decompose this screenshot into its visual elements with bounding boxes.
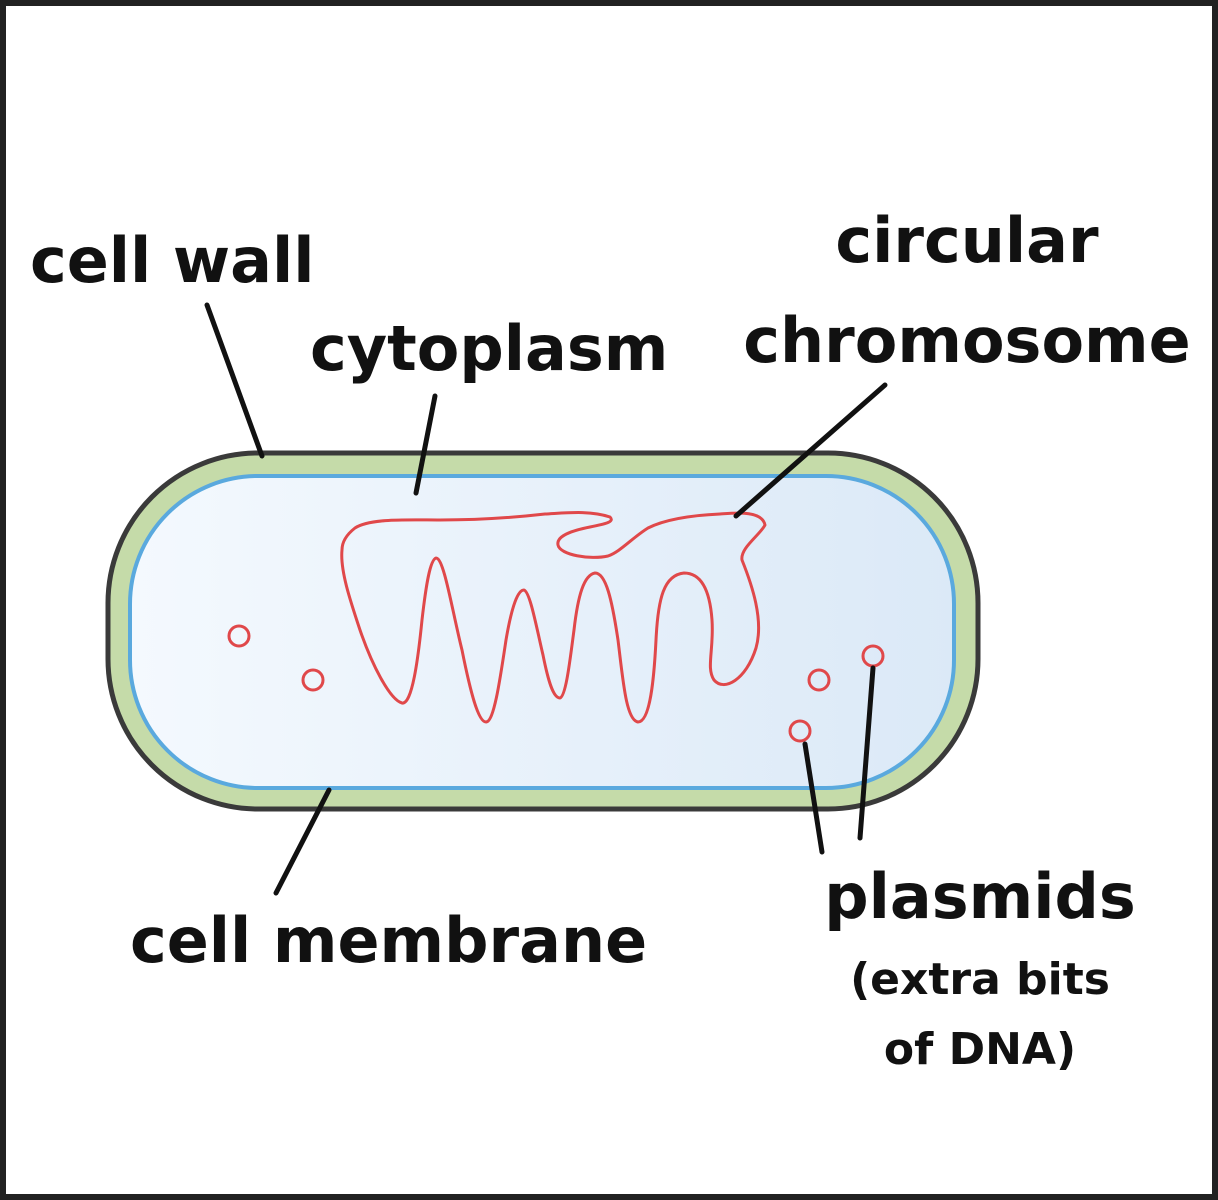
label-plasmids: plasmids bbox=[824, 860, 1136, 933]
label-circular: circular bbox=[835, 204, 1099, 277]
cell-membrane bbox=[128, 474, 956, 790]
plasmid bbox=[227, 624, 251, 648]
leader-cell-membrane bbox=[273, 787, 332, 896]
plasmid bbox=[301, 668, 325, 692]
leader-cytoplasm bbox=[413, 393, 438, 496]
label-plasmids-note-2: of DNA) bbox=[884, 1024, 1076, 1075]
leader-plasmid-right bbox=[857, 665, 876, 841]
leader-cell-wall bbox=[204, 302, 265, 459]
plasmids-group bbox=[227, 624, 885, 743]
label-cell-wall: cell wall bbox=[30, 224, 315, 297]
circular-chromosome bbox=[340, 511, 767, 724]
label-cell-membrane: cell membrane bbox=[130, 904, 647, 977]
label-plasmids-note-1: (extra bits bbox=[850, 954, 1110, 1005]
label-chromosome: chromosome bbox=[743, 304, 1190, 377]
plasmid bbox=[807, 668, 831, 692]
plasmid bbox=[788, 719, 812, 743]
leader-chromosome bbox=[733, 382, 888, 519]
label-cytoplasm: cytoplasm bbox=[310, 312, 668, 385]
leader-plasmid-left bbox=[802, 741, 825, 855]
